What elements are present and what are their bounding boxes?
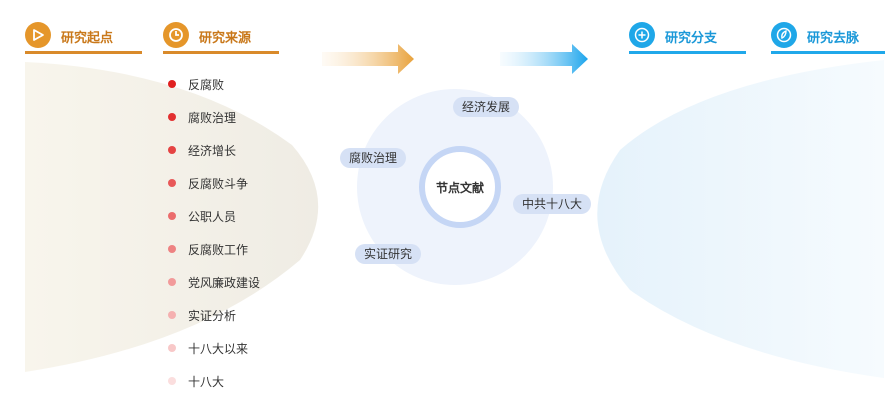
source-item[interactable]: 公职人员 bbox=[168, 206, 236, 226]
clock-icon bbox=[163, 22, 189, 48]
bullet-dot bbox=[168, 146, 176, 154]
keyword-tag[interactable]: 经济发展 bbox=[453, 97, 520, 117]
source-item[interactable]: 反腐败 bbox=[168, 74, 224, 94]
right-background-shape bbox=[597, 60, 884, 378]
bullet-dot bbox=[168, 278, 176, 286]
leaf-icon bbox=[771, 22, 797, 48]
source-item[interactable]: 腐败治理 bbox=[168, 107, 236, 127]
right-arrow bbox=[500, 44, 588, 74]
node-document-label: 节点文献 bbox=[435, 180, 484, 195]
header-underline bbox=[163, 51, 279, 54]
source-item[interactable]: 反腐败工作 bbox=[168, 239, 248, 259]
header-research-trend: 研究去脉 bbox=[771, 20, 885, 54]
play-icon bbox=[25, 22, 51, 48]
bullet-dot bbox=[168, 245, 176, 253]
header-underline bbox=[25, 51, 142, 54]
header-label: 研究来源 bbox=[199, 31, 252, 46]
bullet-dot bbox=[168, 344, 176, 352]
header-research-start: 研究起点 bbox=[25, 20, 142, 54]
bullet-dot bbox=[168, 311, 176, 319]
source-item[interactable]: 经济增长 bbox=[168, 140, 236, 160]
header-label: 研究起点 bbox=[61, 31, 114, 46]
header-underline bbox=[629, 51, 746, 54]
plus-circle-icon bbox=[629, 22, 655, 48]
source-item[interactable]: 十八大 bbox=[168, 371, 224, 391]
source-item[interactable]: 十八大以来 bbox=[168, 338, 248, 358]
bullet-dot bbox=[168, 179, 176, 187]
header-label: 研究分支 bbox=[665, 31, 718, 46]
source-item[interactable]: 反腐败斗争 bbox=[168, 173, 248, 193]
bullet-dot bbox=[168, 212, 176, 220]
bullet-dot bbox=[168, 113, 176, 121]
source-item[interactable]: 实证分析 bbox=[168, 305, 236, 325]
header-label: 研究去脉 bbox=[807, 31, 860, 46]
node-document[interactable]: 节点文献 bbox=[419, 146, 501, 228]
left-arrow bbox=[322, 44, 414, 74]
bullet-dot bbox=[168, 377, 176, 385]
keyword-tag[interactable]: 实证研究 bbox=[355, 244, 422, 264]
keyword-tag[interactable]: 腐败治理 bbox=[340, 148, 407, 168]
bullet-dot bbox=[168, 80, 176, 88]
header-underline bbox=[771, 51, 885, 54]
header-research-branch: 研究分支 bbox=[629, 20, 746, 54]
keyword-tag[interactable]: 中共十八大 bbox=[513, 194, 592, 214]
source-item[interactable]: 党风廉政建设 bbox=[168, 272, 260, 292]
header-research-source: 研究来源 bbox=[163, 20, 279, 54]
